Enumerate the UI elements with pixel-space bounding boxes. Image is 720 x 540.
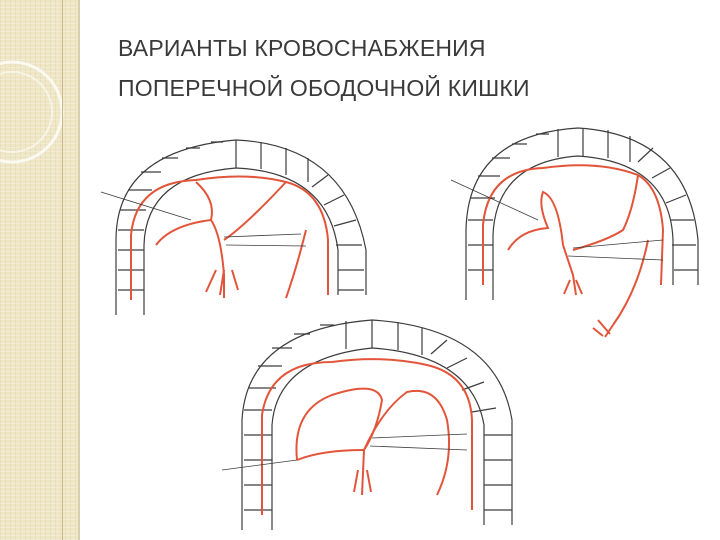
colon-diagram-variant-3 <box>222 300 532 540</box>
colon-diagram-variant-1 <box>96 120 386 320</box>
title-line-1: ВАРИАНТЫ КРОВОСНАБЖЕНИЯ <box>118 28 678 68</box>
decorative-circle-ornament <box>0 60 78 260</box>
slide-title: ВАРИАНТЫ КРОВОСНАБЖЕНИЯ ПОПЕРЕЧНОЙ ОБОДО… <box>118 28 678 108</box>
decorative-side-strip <box>0 0 78 540</box>
decorative-strip-edge <box>78 0 80 540</box>
artery-network <box>262 359 472 515</box>
label-leader-lines <box>222 434 467 470</box>
artery-network <box>131 176 328 300</box>
decorative-strip-line <box>62 0 63 540</box>
colon-outline <box>466 128 698 300</box>
title-line-2: ПОПЕРЕЧНОЙ ОБОДОЧНОЙ КИШКИ <box>118 68 678 108</box>
